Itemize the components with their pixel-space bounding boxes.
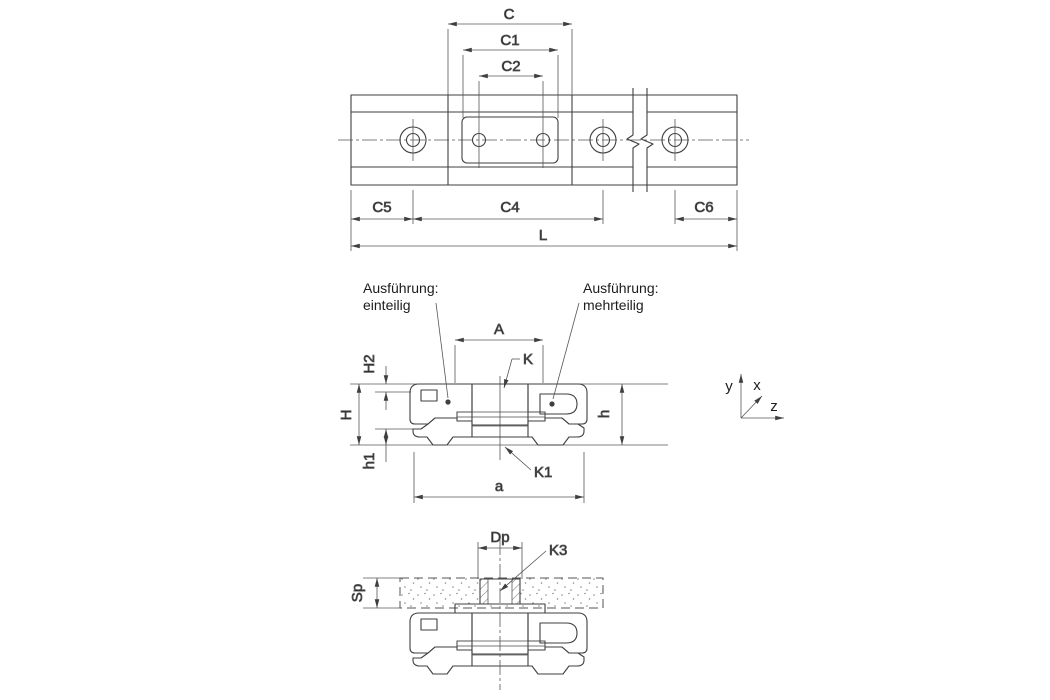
break-lines — [626, 88, 654, 192]
dim-l: L — [351, 227, 737, 249]
dim-label-c5: C5 — [372, 199, 391, 216]
multi-piece-marker-dot — [549, 401, 555, 407]
one-piece-marker-dot — [445, 399, 451, 405]
dim-label-k1: K1 — [534, 464, 552, 481]
dim-label-l: L — [539, 227, 547, 244]
dim-c4: C4 — [413, 199, 603, 222]
annotation-one-piece: Ausführung: einteilig — [363, 280, 449, 399]
dim-label-c2: C2 — [501, 58, 520, 75]
mounting-hole — [589, 119, 617, 161]
dim-label-c1: C1 — [500, 32, 519, 49]
z-axis-label: z — [770, 398, 778, 415]
dim-a-top: A — [454, 321, 544, 383]
dim-label-k: K — [523, 351, 533, 368]
mounting-view: Dp K3 Sp — [349, 529, 604, 690]
dim-k3: K3 — [499, 542, 568, 592]
dim-label-a-bottom: a — [495, 478, 504, 495]
carriage-rail-section-bottom — [409, 612, 588, 675]
dim-c6: C6 — [675, 199, 737, 222]
annotation-text: Ausführung: — [363, 280, 439, 296]
dim-label-h2: H2 — [361, 354, 378, 373]
coordinate-axes: y x z — [725, 374, 784, 421]
dim-dp: Dp — [477, 529, 523, 579]
carriage-rail-section — [409, 383, 588, 446]
y-axis-label: y — [725, 378, 733, 395]
dim-label-h-rail: h — [596, 410, 613, 418]
annotation-text: Ausführung: — [583, 280, 659, 296]
section-view: Ausführung: einteilig Ausführung: mehrte… — [338, 280, 668, 503]
x-axis-label: x — [753, 377, 761, 394]
dim-label-c6: C6 — [694, 199, 713, 216]
dim-h2: H2 — [361, 354, 389, 410]
dim-h-total: H — [338, 384, 362, 445]
mounting-hole — [661, 119, 689, 161]
dim-label-h-total: H — [338, 410, 355, 421]
carriage-outline-top — [447, 95, 573, 185]
dim-label-k3: K3 — [549, 542, 567, 559]
annotation-text: einteilig — [363, 297, 410, 313]
dim-k: K — [503, 351, 533, 389]
dim-label-a-top: A — [494, 321, 504, 338]
dim-label-h1: h1 — [361, 453, 378, 470]
dim-k1: K1 — [504, 446, 553, 481]
dim-sp: Sp — [349, 577, 400, 609]
annotation-text: mehrteilig — [583, 297, 644, 313]
dim-h-rail: h — [596, 384, 625, 445]
dim-a-bottom: a — [413, 452, 585, 503]
clamp-plate — [461, 116, 559, 164]
dim-c5: C5 — [351, 199, 413, 222]
dim-c: C — [447, 6, 573, 95]
dim-label-c: C — [504, 6, 515, 23]
x-axis-arrow — [740, 395, 763, 419]
dim-c2: C2 — [478, 58, 544, 168]
dim-c1: C1 — [462, 32, 559, 118]
dim-label-dp: Dp — [490, 529, 509, 546]
annotation-multi-piece: Ausführung: mehrteilig — [552, 280, 659, 400]
dim-h1: h1 — [361, 429, 389, 470]
top-view: C C1 C2 C5 C4 C6 — [338, 6, 749, 251]
mounting-hole — [399, 119, 427, 161]
dim-label-c4: C4 — [500, 199, 519, 216]
dim-label-sp: Sp — [349, 584, 366, 602]
